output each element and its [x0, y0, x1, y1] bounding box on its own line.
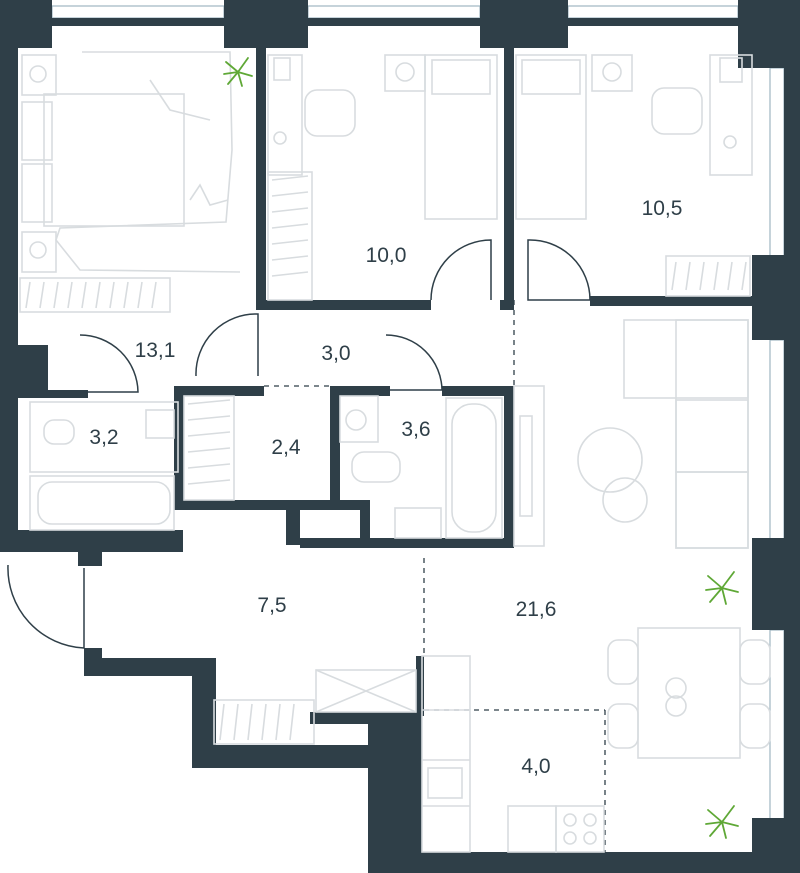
room-area-kitchen: 4,0 [521, 755, 550, 778]
room-area-bathroom-left: 3,2 [89, 426, 118, 449]
room-area-storage: 2,4 [271, 436, 301, 459]
doors [7, 239, 591, 649]
room-area-bedroom-master: 13,1 [135, 339, 176, 362]
room-area-hallway: 7,5 [257, 594, 286, 617]
room-area-corridor: 3,0 [321, 342, 350, 365]
room-labels: 13,1 10,0 10,5 3,0 3,2 2,4 3,6 7,5 21,6 … [89, 197, 682, 778]
zone-separators [264, 300, 606, 852]
room-area-bedroom-middle: 10,0 [366, 244, 407, 267]
plant-icon [705, 571, 739, 605]
plant-icon [223, 57, 253, 87]
plant-icon [705, 805, 739, 839]
furniture [19, 51, 771, 853]
room-area-bedroom-right: 10,5 [642, 197, 683, 220]
room-area-living-room: 21,6 [516, 598, 557, 621]
room-area-bathroom-right: 3,6 [401, 418, 430, 441]
